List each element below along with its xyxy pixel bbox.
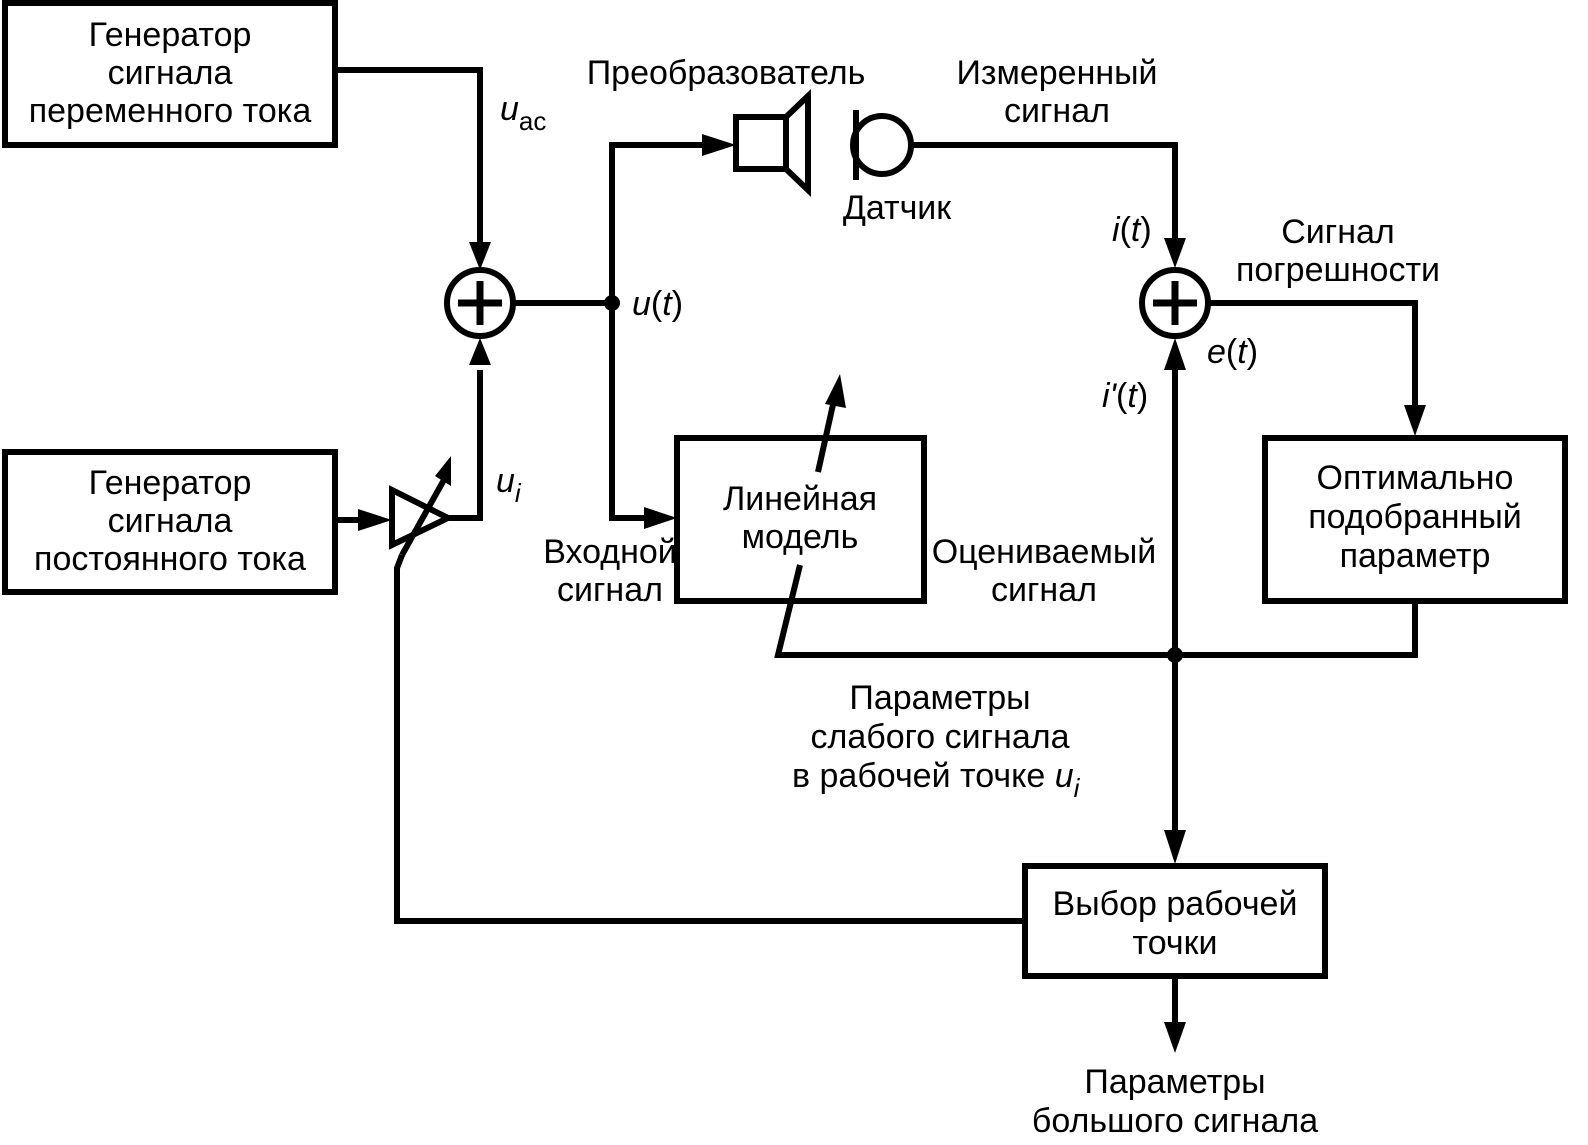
summing-junction-left [444, 267, 516, 339]
label-u-t: u(t) [632, 285, 683, 323]
label-measured-signal: Измеренный сигнал [956, 54, 1157, 130]
wire-to-transducer [609, 142, 705, 303]
svg-text:модель: модель [742, 518, 859, 556]
optimal-parameter-block: Оптимально подобранный параметр [1262, 435, 1568, 604]
label-i-prime-t: i'(t) [1102, 377, 1148, 415]
svg-text:Измеренный: Измеренный [956, 54, 1157, 92]
variable-amplifier-icon [389, 456, 455, 557]
wire-measured [911, 142, 1178, 240]
label-input-signal: Входной сигнал [543, 533, 677, 609]
model-adjust-arrow [815, 399, 837, 473]
svg-text:ui: ui [496, 462, 522, 508]
svg-text:i(t): i(t) [1112, 211, 1152, 249]
label-small-signal-params: Параметры слабого сигнала в рабочей точк… [792, 679, 1081, 803]
label-error-signal: Сигнал погрешности [1236, 213, 1440, 289]
sensor-microphone-icon [850, 110, 914, 180]
svg-text:параметр: параметр [1340, 537, 1491, 575]
svg-text:Входной: Входной [543, 533, 677, 571]
label-transducer: Преобразователь [587, 54, 866, 92]
svg-text:Выбор рабочей: Выбор рабочей [1053, 885, 1298, 923]
svg-text:сигнал: сигнал [557, 571, 663, 609]
label-estimated-signal: Оцениваемый сигнал [932, 533, 1157, 609]
svg-text:uac: uac [500, 90, 546, 136]
svg-text:точки: точки [1133, 924, 1218, 962]
svg-text:Параметры: Параметры [849, 679, 1030, 717]
svg-text:переменного тока: переменного тока [29, 92, 312, 130]
wire-amp-to-sum [448, 370, 483, 521]
label-e-t: e(t) [1207, 333, 1258, 371]
svg-text:u(t): u(t) [632, 285, 683, 323]
svg-text:Оптимально: Оптимально [1317, 459, 1514, 497]
svg-text:Параметры: Параметры [1084, 1063, 1265, 1101]
svg-text:e(t): e(t) [1207, 333, 1258, 371]
linear-model-block: Линейная модель [674, 435, 927, 604]
svg-text:постоянного тока: постоянного тока [34, 540, 306, 578]
svg-text:подобранный: подобранный [1308, 498, 1522, 536]
wire-ac-to-sum [335, 67, 483, 245]
ac-generator-block: Генератор сигнала переменного тока [2, 0, 338, 148]
wire-to-linear-model [609, 303, 648, 521]
svg-text:Оцениваемый: Оцениваемый [932, 533, 1157, 571]
svg-text:сигнал: сигнал [991, 571, 1097, 609]
svg-text:слабого сигнала: слабого сигнала [811, 718, 1070, 756]
summing-junction-right [1139, 267, 1211, 339]
operating-point-block: Выбор рабочей точки [1022, 863, 1328, 979]
label-large-signal-params: Параметры большого сигнала [1032, 1063, 1318, 1140]
svg-text:Генератор: Генератор [89, 464, 252, 502]
label-u-ac: uac [500, 90, 546, 136]
svg-text:погрешности: погрешности [1236, 251, 1440, 289]
wire-param-bus [774, 564, 1418, 658]
dc-generator-block: Генератор сигнала постоянного тока [2, 449, 338, 595]
svg-text:Сигнал: Сигнал [1281, 213, 1394, 251]
wire-error [1208, 300, 1418, 408]
svg-text:сигнал: сигнал [1004, 92, 1110, 130]
label-i-t: i(t) [1112, 211, 1152, 249]
svg-text:сигнала: сигнала [108, 54, 233, 92]
svg-text:сигнала: сигнала [108, 502, 233, 540]
wire-op-to-amp [394, 553, 1025, 924]
svg-text:i'(t): i'(t) [1102, 377, 1148, 415]
svg-text:большого сигнала: большого сигнала [1032, 1102, 1318, 1140]
svg-text:в рабочей точке ui: в рабочей точке ui [792, 757, 1081, 803]
svg-text:Генератор: Генератор [89, 16, 252, 54]
label-sensor: Датчик [843, 189, 952, 227]
svg-text:Линейная: Линейная [723, 480, 877, 518]
label-u-i-amp: ui [496, 462, 522, 508]
transducer-speaker-icon [733, 88, 811, 198]
